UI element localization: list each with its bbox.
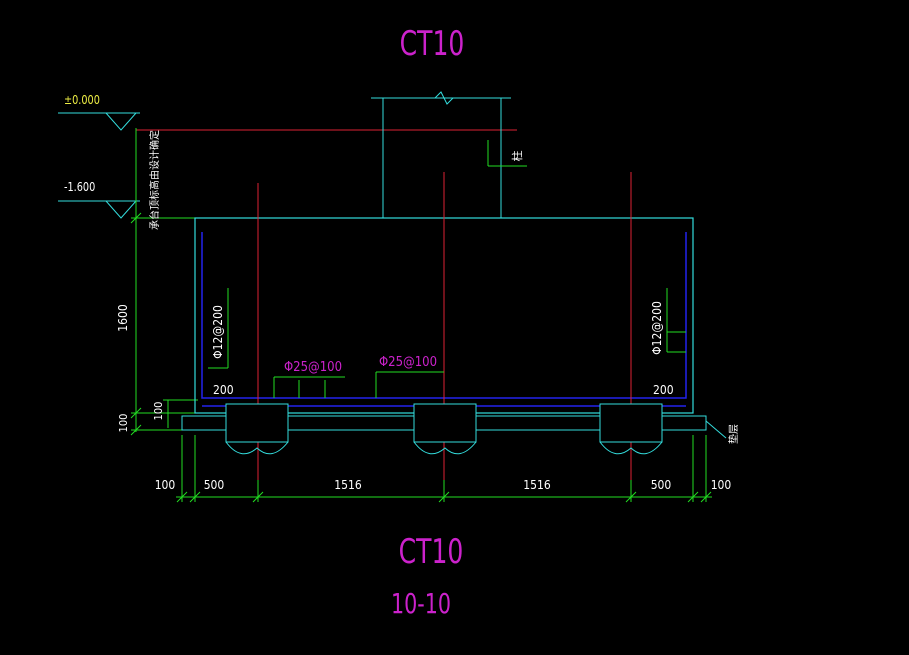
right-wall-rebar-leader: Φ12@200 xyxy=(650,288,686,355)
elevation-bottom-text: -1.600 xyxy=(64,179,95,194)
dim-h-2: 1516 xyxy=(334,478,362,492)
title-top: CT10 xyxy=(400,24,465,63)
pile-middle xyxy=(413,403,477,455)
column: 柱 xyxy=(371,91,527,218)
bottom-rebar-2-label: Φ25@100 xyxy=(379,355,437,370)
column-label: 柱 xyxy=(510,151,524,162)
dim-h-1: 500 xyxy=(204,478,225,492)
cover-right-label: 200 xyxy=(653,383,674,397)
bottom-rebar-1-label: Φ25@100 xyxy=(284,360,342,375)
elevation-marker-top: ±0.000 xyxy=(58,92,140,131)
elevation-top-text: ±0.000 xyxy=(64,92,100,107)
dim-base-inner-100: 100 xyxy=(152,402,165,421)
elevation-marker-bottom: -1.600 xyxy=(58,179,140,219)
cover-left-label: 200 xyxy=(213,383,234,397)
axis-lines xyxy=(257,172,632,497)
left-wall-rebar-leader: Φ12@200 xyxy=(208,288,229,369)
left-vertical-note: 承台顶标高由设计确定 xyxy=(148,130,161,230)
dim-base-left-100: 100 xyxy=(117,414,130,433)
dim-h-4: 500 xyxy=(651,478,672,492)
left-wall-rebar-label: Φ12@200 xyxy=(211,305,225,359)
cushion-label: 垫层 xyxy=(727,424,740,444)
section-label: 10-10 xyxy=(391,588,451,621)
horizontal-dimension: 100 500 1516 1516 500 100 xyxy=(155,435,732,503)
pile-right xyxy=(599,403,663,455)
bottom-rebar-1: Φ25@100 xyxy=(273,360,345,398)
dim-height-1600: 1600 xyxy=(116,304,130,332)
dim-h-3: 1516 xyxy=(523,478,551,492)
pile-left xyxy=(225,403,289,455)
bottom-rebar-2: Φ25@100 xyxy=(375,355,444,398)
left-vertical-dimension: 1600 100 100 xyxy=(116,128,198,436)
right-wall-rebar-label: Φ12@200 xyxy=(650,301,664,355)
dim-h-0: 100 xyxy=(155,478,176,492)
dim-h-5: 100 xyxy=(711,478,732,492)
title-bottom: CT10 xyxy=(399,532,464,571)
